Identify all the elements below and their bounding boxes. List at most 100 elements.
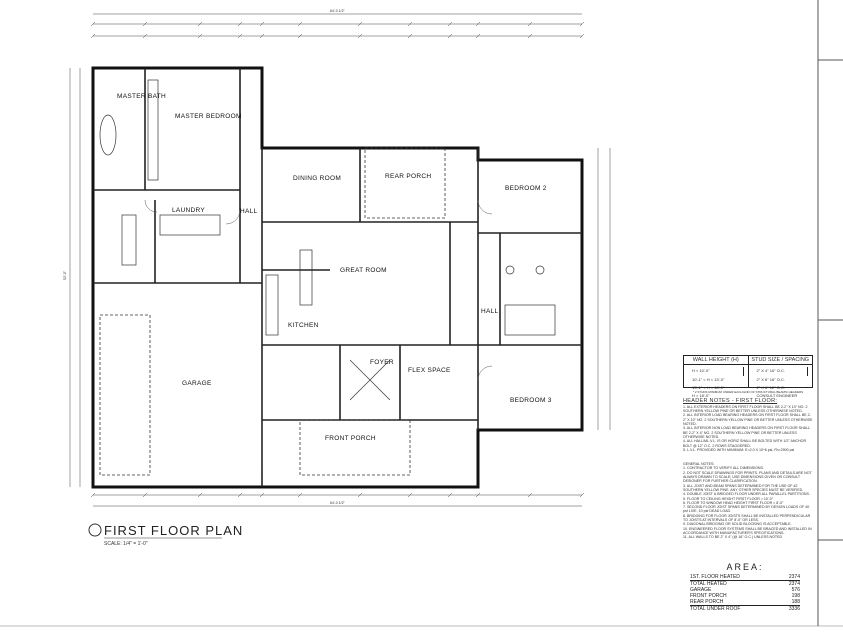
dimension-tick — [527, 492, 533, 498]
area-value: 198 — [791, 593, 800, 599]
wall-table-cell: 10'-1" < H < 13'-0" — [692, 376, 725, 382]
bathtub — [99, 114, 117, 156]
dimension-tick — [475, 21, 481, 27]
general-notes-heading: GENERAL NOTES: — [683, 462, 715, 467]
overall-width-dim: 64'-0 1/2" — [330, 9, 346, 13]
general-note: 8. BRIDGING FOR FLOOR JOISTS SHALL BE IN… — [683, 513, 811, 523]
foyer-doors — [349, 359, 391, 401]
dimension-tick — [142, 33, 148, 39]
dimension-tick — [447, 21, 453, 27]
wall-table-header-height: WALL HEIGHT (H) — [684, 356, 749, 365]
room-label-laundry: LAUNDRY — [172, 207, 205, 214]
area-value: 576 — [791, 587, 800, 593]
general-note: 7. SECOND FLOOR JOIST SPANS DETERMINED B… — [683, 505, 810, 514]
area-value: 2374 — [788, 581, 800, 587]
dimension-tick — [90, 33, 96, 39]
dimension-tick — [197, 33, 203, 39]
dimension-tick — [357, 21, 363, 27]
header-notes-heading: HEADER NOTES - FIRST FLOOR: — [683, 397, 778, 404]
dimension-tick — [142, 492, 148, 498]
wall-table-header-stud: STUD SIZE / SPACING — [751, 357, 810, 363]
wall-table-cell: 2" X 4" 16" O.C. — [753, 367, 808, 376]
dimension-tick — [407, 33, 413, 39]
dimension-tick — [237, 492, 243, 498]
area-heading: AREA: — [726, 562, 764, 572]
porch-outlines — [99, 147, 446, 476]
room-label-master-bath: MASTER BATH — [117, 93, 166, 100]
wall-table-cell: H > 18'-0" — [692, 393, 710, 399]
notes-panel: WALL HEIGHT (H) STUD SIZE / SPACING H < … — [683, 355, 813, 540]
exterior-walls — [91, 66, 584, 489]
room-label-master-bedroom: MASTER BEDROOM — [175, 113, 242, 120]
room-label-hall-left: HALL — [240, 208, 258, 215]
dimension-tick — [297, 492, 303, 498]
fixtures — [99, 79, 556, 401]
dimension-tick — [407, 492, 413, 498]
area-value: 3336 — [788, 606, 800, 612]
dimension-tick — [90, 492, 96, 498]
room-label-rear-porch: REAR PORCH — [385, 173, 431, 180]
closet-island — [121, 214, 137, 266]
dimension-tick — [197, 21, 203, 27]
dimension-tick — [357, 33, 363, 39]
room-label-kitchen: KITCHEN — [288, 322, 319, 329]
wall-table-cell: 13'-1" < H < 18'-0" — [692, 384, 725, 390]
dimension-tick — [259, 21, 265, 27]
area-label: TOTAL HEATED — [690, 581, 727, 587]
title-marker-icon — [88, 523, 102, 537]
dimension-tick — [90, 21, 96, 27]
room-label-garage: GARAGE — [182, 380, 212, 387]
header-note: 5. L.V.L. PROVIDED WITH MINIMUM: E=2.0 X… — [683, 447, 795, 452]
dimension-tick — [579, 492, 585, 498]
dimension-tick — [357, 492, 363, 498]
dimension-tick — [259, 492, 265, 498]
room-label-front-porch: FRONT PORCH — [325, 435, 376, 442]
general-note: 1. CONTRACTOR TO VERIFY ALL DIMENSIONS. — [683, 466, 764, 471]
drawing-title: FIRST FLOOR PLAN — [104, 523, 243, 538]
dimension-tick — [142, 21, 148, 27]
dimension-tick — [237, 33, 243, 39]
drawing-scale: SCALE: 1/4" = 1'-0" — [104, 541, 148, 547]
general-note: 3. ALL JOIST AND BEAM SPANS DETERMINED F… — [683, 483, 804, 492]
bath-tub-right — [504, 304, 556, 336]
door-swings — [144, 199, 493, 381]
room-label-bedroom-3: BEDROOM 3 — [510, 397, 552, 404]
general-note: 6. FLOOR TO WINDOW HEAD HEIGHT FIRST FLO… — [683, 500, 784, 505]
area-row: FRONT PORCH 198 — [690, 593, 800, 599]
general-note: 2. DO NOT SCALE DRAWINGS FOR PRINTS. PLA… — [683, 470, 812, 484]
dimension-tick — [447, 33, 453, 39]
room-label-hall-right: HALL — [481, 308, 499, 315]
header-note: 4. ALL HALL/ML.V.L. IS OR HORIZ SHALL BE… — [683, 439, 807, 448]
header-note: 2. ALL INTERIOR LOAD BEARING HEADERS ON … — [683, 413, 813, 427]
dimension-tick — [197, 492, 203, 498]
area-value: 2374 — [788, 574, 800, 580]
area-label: FRONT PORCH — [690, 593, 727, 599]
laundry-appliances — [159, 214, 221, 236]
dimension-tick — [297, 21, 303, 27]
header-note: 3. ALL INTERIOR NON LOAD BEARING HEADERS… — [683, 426, 810, 439]
wall-table-cell: H < 10'-0" — [688, 367, 744, 376]
wall-table-cell: CONSULT ENGINEER — [756, 393, 798, 399]
dimension-tick — [475, 492, 481, 498]
area-row: TOTAL UNDER ROOF 3336 — [690, 606, 800, 612]
room-label-bedroom-2: BEDROOM 2 — [505, 185, 547, 192]
room-label-dining-room: DINING ROOM — [293, 175, 341, 182]
area-label: TOTAL UNDER ROOF — [690, 606, 741, 612]
area-label: REAR PORCH — [690, 599, 724, 605]
wall-height-table: WALL HEIGHT (H) STUD SIZE / SPACING H < … — [683, 355, 813, 398]
wall-table-footnote: * 2 STUDS MINIMUM UNDER EACH END OF STRU… — [692, 390, 804, 395]
overall-width-dim-bottom: 64'-0 1/2" — [330, 501, 346, 505]
general-note: 4. DOUBLE JOIST & BRIDGED FLOOR UNDER AL… — [683, 492, 810, 497]
general-note: 10. ENGINEERED FLOOR SYSTEMS SHALL BE BR… — [683, 526, 812, 535]
overall-depth-dim: 52'-0" — [63, 270, 67, 280]
dimension-tick — [407, 21, 413, 27]
area-row: TOTAL HEATED 2374 — [690, 581, 800, 587]
dimension-tick — [447, 492, 453, 498]
general-note: 11. ALL WALLS TO BE 2" X 4" (@ 16" O.C.)… — [683, 535, 783, 540]
